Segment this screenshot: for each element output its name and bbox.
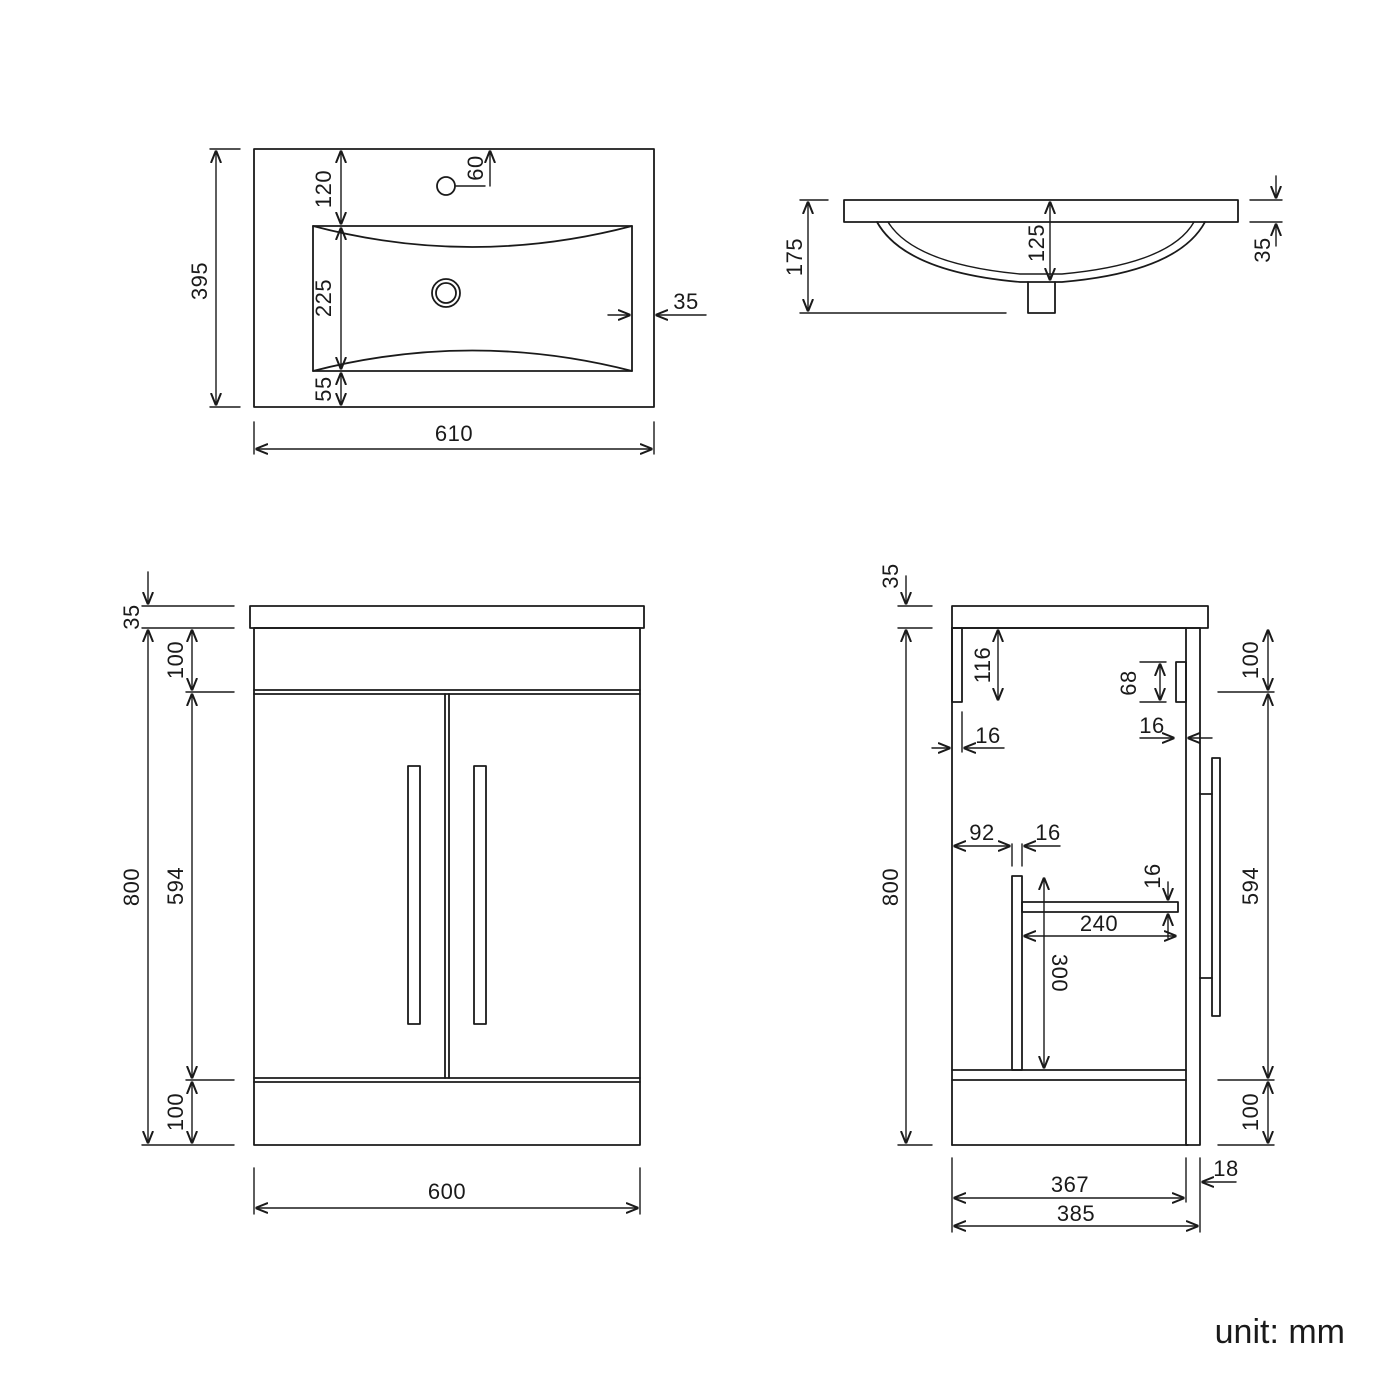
unit-label: unit: mm <box>1215 1313 1345 1351</box>
side-depth-label: 385 <box>1057 1201 1095 1226</box>
basin-outline <box>253 148 655 408</box>
side-inner-depth-label: 367 <box>1051 1172 1089 1197</box>
front-width-label: 600 <box>428 1179 466 1204</box>
shelf-height-label: 300 <box>1047 954 1072 992</box>
side-height-label: 800 <box>878 868 903 906</box>
tap-hole-icon <box>436 176 486 196</box>
basin-height-label: 175 <box>782 238 807 276</box>
shelf-board-label: 16 <box>1140 863 1165 888</box>
basin-side-view: 175 125 35 <box>782 175 1283 314</box>
tap-to-bowl-label: 120 <box>311 170 336 208</box>
side-door-edge <box>1185 627 1201 1146</box>
front-plinth-label: 100 <box>163 1093 188 1131</box>
side-panel-thickness-label: 16 <box>975 723 1000 748</box>
front-door-label: 594 <box>163 867 188 905</box>
basin-rim <box>843 199 1239 223</box>
cabinet-side-view: 35 800 116 16 68 16 92 16 16 <box>878 563 1275 1233</box>
basin-depth-label: 395 <box>187 262 212 300</box>
basin-bowl-profile <box>876 221 1206 283</box>
door-thickness-label: 18 <box>1213 1156 1238 1181</box>
shelf-offset-label: 92 <box>969 820 994 845</box>
side-back-block <box>1175 661 1187 703</box>
side-door-handle <box>1199 757 1221 1017</box>
tap-hole-label: 60 <box>463 155 488 180</box>
right-door-handle <box>473 765 487 1025</box>
side-basin-top <box>951 605 1209 629</box>
back-thickness-label: 16 <box>1139 713 1164 738</box>
basin-bowl <box>312 225 633 372</box>
side-door-label: 594 <box>1238 867 1263 905</box>
left-door-handle <box>407 765 421 1025</box>
shelf-depth-label: 240 <box>1080 911 1118 936</box>
basin-bowl-depth-label: 125 <box>1024 224 1049 262</box>
side-rail-label: 100 <box>1238 641 1263 679</box>
drain-icon <box>431 278 461 308</box>
front-top-rail-label: 100 <box>163 641 188 679</box>
basin-rim-label: 35 <box>1250 237 1275 262</box>
side-top-panel <box>951 627 963 703</box>
back-block-label: 68 <box>1116 670 1141 695</box>
side-panel-label: 116 <box>970 647 995 684</box>
side-top-label: 35 <box>878 563 903 588</box>
side-plinth-label: 100 <box>1238 1093 1263 1131</box>
basin-waste-outlet <box>1027 281 1056 314</box>
shelf-support <box>1011 875 1023 1071</box>
front-height-label: 800 <box>119 868 144 906</box>
basin-top-view: 395 610 120 225 55 60 35 <box>187 148 707 454</box>
shelf-board <box>1021 901 1179 913</box>
bowl-side-margin-label: 35 <box>673 289 698 314</box>
bowl-front-margin-label: 55 <box>311 376 336 401</box>
front-top-label: 35 <box>119 604 144 629</box>
front-basin-top <box>249 605 645 629</box>
shelf-thickness-label: 16 <box>1035 820 1060 845</box>
front-cabinet-body <box>253 627 641 1146</box>
bowl-depth-label: 225 <box>311 279 336 317</box>
basin-width-label: 610 <box>435 421 473 446</box>
cabinet-front-view: 35 800 100 594 100 600 <box>119 571 645 1215</box>
